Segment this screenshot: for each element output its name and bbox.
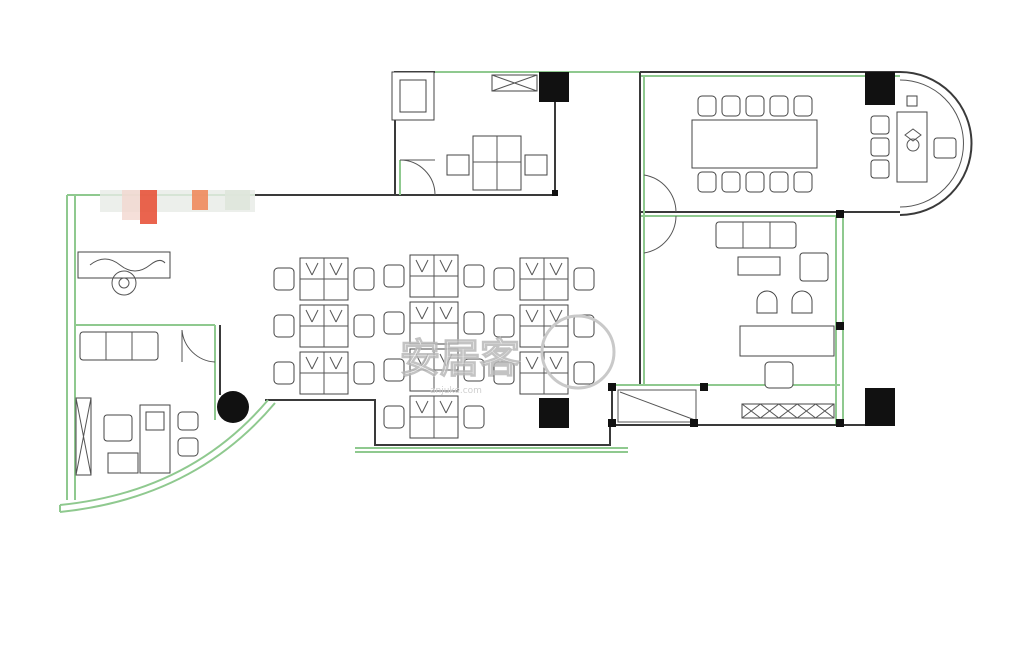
workstation-pair xyxy=(519,257,569,301)
chair xyxy=(573,361,595,385)
chair xyxy=(721,171,741,193)
columns xyxy=(217,72,895,428)
chair xyxy=(383,358,405,382)
chair xyxy=(769,95,789,117)
chair xyxy=(353,267,375,291)
chair xyxy=(745,95,765,117)
workstation-pair xyxy=(409,254,459,298)
chair xyxy=(769,171,789,193)
door-swing xyxy=(181,329,216,363)
armchair xyxy=(764,361,794,389)
watermark-text: 安居客 xyxy=(400,336,520,382)
chair xyxy=(745,171,765,193)
chair xyxy=(273,361,295,385)
chair xyxy=(463,358,485,382)
desk xyxy=(739,325,835,357)
reception xyxy=(77,190,255,296)
column xyxy=(865,72,895,105)
door-swing xyxy=(399,159,436,196)
watermark: 安居客 anjuke.com xyxy=(399,314,616,396)
chair xyxy=(463,311,485,335)
chair xyxy=(383,405,405,429)
column xyxy=(865,388,895,426)
executive-office xyxy=(715,221,835,419)
round-column xyxy=(217,391,249,423)
chair xyxy=(493,314,515,338)
chair xyxy=(493,361,515,385)
chair xyxy=(383,264,405,288)
manager-office xyxy=(75,331,199,476)
chair xyxy=(573,267,595,291)
open-office xyxy=(273,254,595,439)
workstation-pair xyxy=(409,301,459,345)
chair xyxy=(793,171,813,193)
chair xyxy=(353,314,375,338)
chair xyxy=(463,405,485,429)
column xyxy=(539,398,569,428)
chair xyxy=(463,264,485,288)
chair xyxy=(697,95,717,117)
sofa xyxy=(715,221,797,249)
workstation-pair xyxy=(299,351,349,395)
workstation-pair xyxy=(409,395,459,439)
door-swing xyxy=(643,215,677,254)
desk-pair xyxy=(472,135,522,191)
workstation-pair xyxy=(299,257,349,301)
chair xyxy=(721,95,741,117)
workstation-pair xyxy=(409,348,459,392)
workstation-pair xyxy=(299,304,349,348)
chair xyxy=(793,95,813,117)
chair xyxy=(493,267,515,291)
small-office xyxy=(391,71,548,191)
column xyxy=(539,72,569,102)
doors xyxy=(181,159,677,363)
chair xyxy=(353,361,375,385)
chair xyxy=(383,311,405,335)
chair xyxy=(273,267,295,291)
meeting-room xyxy=(691,95,957,193)
watermark-subtext: anjuke.com xyxy=(430,386,482,396)
conference-table xyxy=(691,119,818,169)
interior-partitions xyxy=(75,160,401,420)
reception-counter xyxy=(77,251,171,279)
sofa xyxy=(79,331,159,361)
chair xyxy=(697,171,717,193)
door-swing xyxy=(643,174,677,213)
chair xyxy=(273,314,295,338)
